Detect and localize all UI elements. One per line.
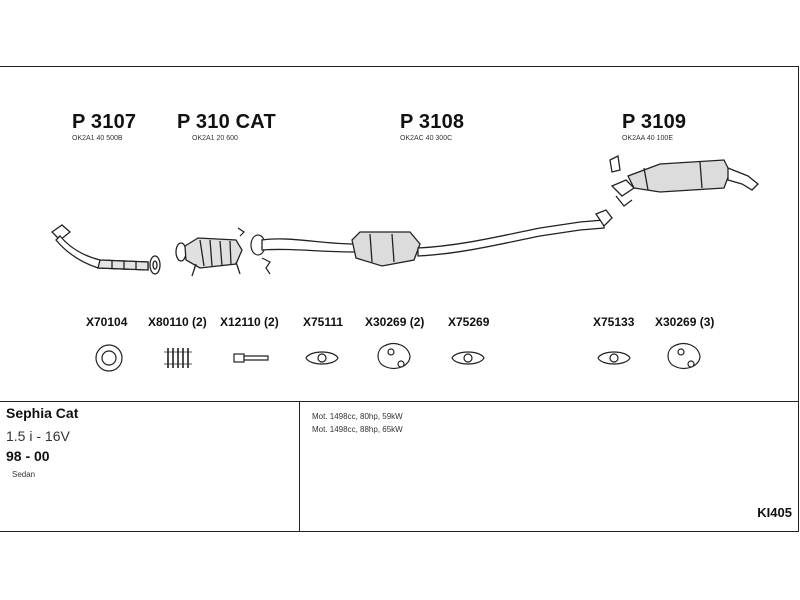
front-pipe: [50, 224, 161, 275]
column-divider: [299, 401, 300, 531]
engine-spec: Mot. 1498cc, 88hp, 65kW: [312, 425, 403, 434]
accessory-code: X70104: [86, 315, 128, 329]
accessory-code: X75133: [593, 315, 635, 329]
catalytic-converter: [175, 237, 243, 277]
rubber-hanger-icon: [377, 343, 411, 369]
vehicle-engine: 1.5 i - 16V: [6, 428, 70, 444]
flange-joint: [237, 227, 271, 275]
vehicle-body-type: Sedan: [12, 470, 36, 479]
diagram-sheet: [0, 66, 799, 532]
oem-code-catalyst: OK2A1 20 600: [192, 135, 238, 142]
part-number-catalyst: P 310 CAT: [177, 111, 276, 133]
rubber-hanger-icon: [667, 343, 701, 369]
accessory-code: X30269 (2): [365, 315, 425, 329]
gasket-icon: [305, 351, 339, 365]
section-divider: [0, 401, 798, 402]
accessory-code: X80110 (2): [148, 315, 207, 329]
oem-code-middle-pipe: OK2AC 40 300C: [400, 135, 453, 142]
part-number-front-pipe: P 3107: [72, 111, 137, 133]
accessory-code: X75269: [448, 315, 490, 329]
accessory-code: X30269 (3): [655, 315, 715, 329]
bolt-icon: [233, 353, 269, 363]
sealing-ring-icon: [95, 344, 123, 372]
engine-spec: Mot. 1498cc, 80hp, 59kW: [312, 412, 403, 421]
gasket-icon: [451, 351, 485, 365]
rear-silencer: [609, 155, 759, 207]
part-number-rear-silencer: P 3109: [622, 111, 687, 133]
oem-code-front-pipe: OK2A1 40 500B: [72, 135, 123, 142]
diagram-code: KI405: [757, 505, 792, 520]
accessory-code: X75111: [303, 315, 344, 329]
vehicle-years: 98 - 00: [6, 448, 50, 464]
vehicle-model: Sephia Cat: [6, 405, 79, 421]
accessory-code: X12110 (2): [220, 315, 279, 329]
spring-icon: [164, 348, 192, 368]
part-number-middle-pipe: P 3108: [400, 111, 465, 133]
oem-code-rear-silencer: OK2AA 40 100E: [622, 135, 673, 142]
middle-pipe: [261, 209, 613, 267]
gasket-icon: [597, 351, 631, 365]
